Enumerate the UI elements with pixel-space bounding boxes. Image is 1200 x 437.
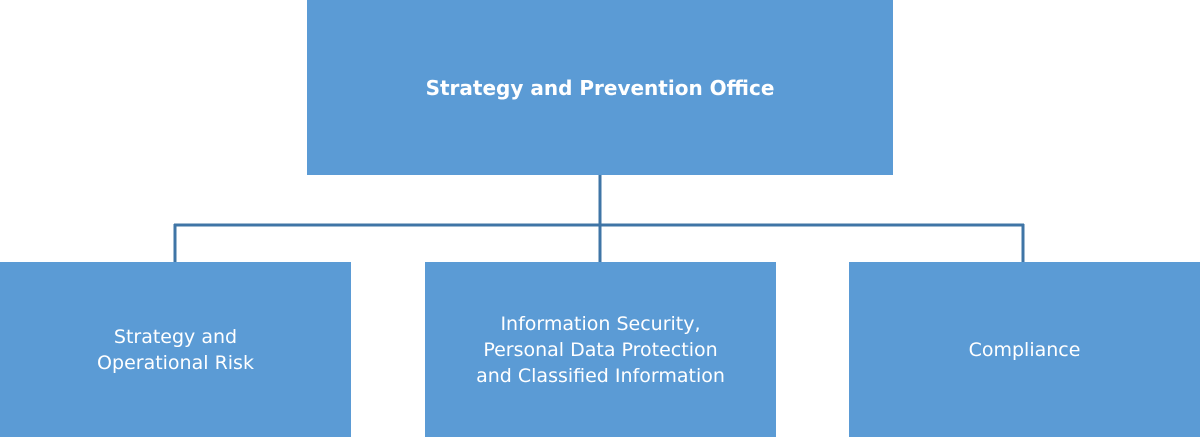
root-node-strategy-prevention-office: Strategy and Prevention Office bbox=[307, 0, 893, 175]
child-node-label: Compliance bbox=[968, 338, 1081, 361]
child-node-strategy-operational-risk: Strategy and Operational Risk bbox=[0, 262, 351, 437]
child-node-label: Information Security, Personal Data Prot… bbox=[476, 312, 725, 387]
child-node-compliance: Compliance bbox=[849, 262, 1200, 437]
child-node-label: Strategy and Operational Risk bbox=[97, 325, 254, 374]
child-node-information-security: Information Security, Personal Data Prot… bbox=[425, 262, 776, 437]
root-node-label: Strategy and Prevention Office bbox=[425, 75, 775, 100]
